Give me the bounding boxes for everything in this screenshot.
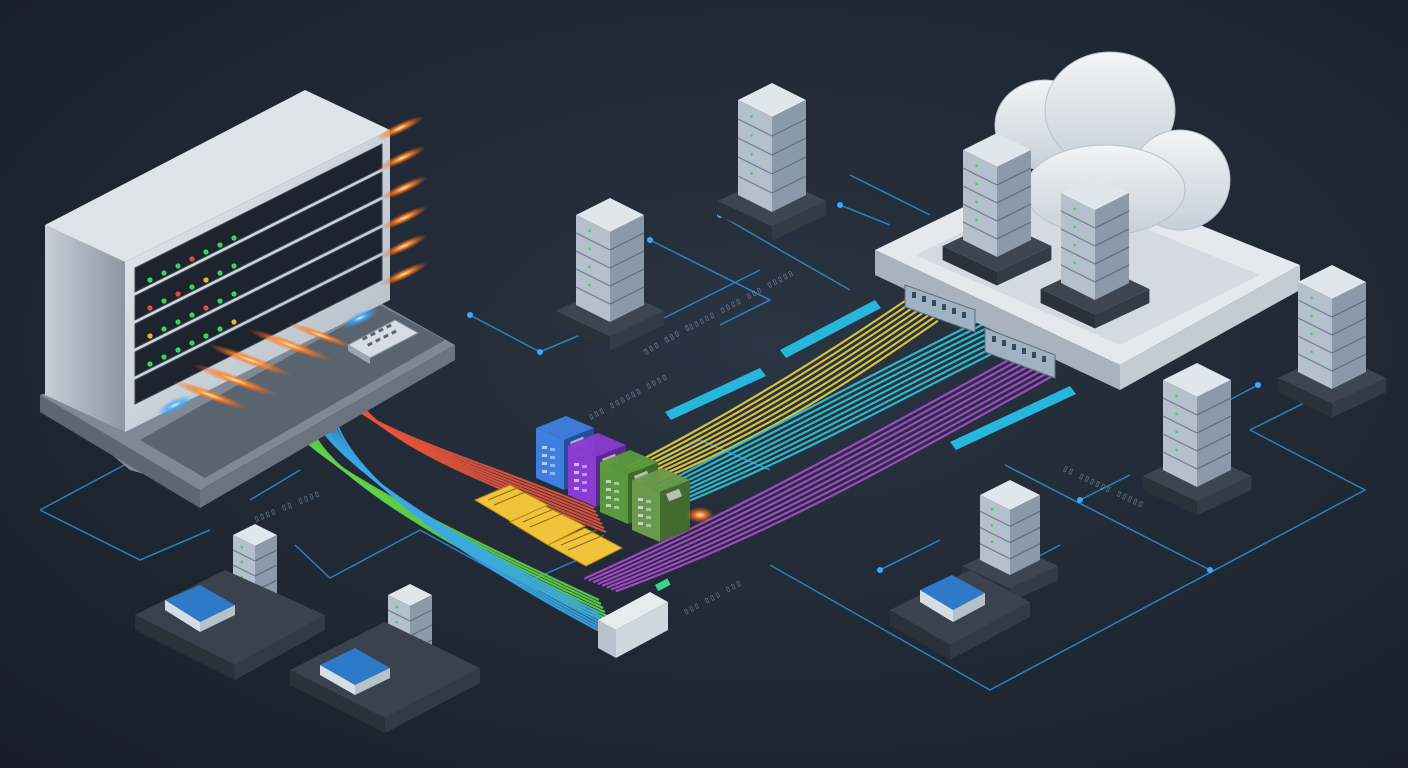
signal-spark [686,507,714,523]
data-packets [536,416,690,542]
rack-exhaust-glow [156,116,428,416]
fiber-strand [661,336,992,502]
fiber-strand [646,310,934,479]
signal-light-bars [665,300,1076,450]
rack-front-glow [172,322,353,410]
status-led [231,263,237,269]
status-led [161,326,167,332]
fiber-strand [583,343,1038,580]
svg-text:▯▯▯ ▯▯▯ ▯▯▯: ▯▯▯ ▯▯▯ ▯▯▯ [682,578,744,617]
router-bottom-left-1 [135,570,325,680]
fiber-strand [623,288,923,470]
status-led [189,284,195,290]
fiber-strand [592,352,1043,584]
status-led [189,340,195,346]
svg-text:▯▯ ▯▯▯▯▯▯ ▯▯▯▯▯: ▯▯ ▯▯▯▯▯▯ ▯▯▯▯▯ [1061,464,1146,511]
document-icon [508,505,587,546]
fiber-strand [655,319,939,483]
transceiver-icon [598,578,671,658]
fiber-strand [610,370,1052,591]
storage-node-cloud-left [942,133,1052,286]
router-bottom-right [890,570,1030,660]
fiber-strand [637,301,930,476]
fiber-strand [628,292,925,472]
status-led [203,249,209,255]
fiber-strand [670,345,997,506]
storage-node-right [1142,363,1252,516]
svg-text:▯▯▯ ▯▯▯▯▯▯ ▯▯▯▯: ▯▯▯ ▯▯▯▯▯▯ ▯▯▯▯ [587,372,670,423]
status-led [217,270,223,276]
fiber-strand [675,349,999,508]
status-led [231,235,237,241]
fiber-strand [643,318,983,495]
fiber-strand [315,416,602,618]
status-leds [147,235,237,367]
status-led [161,298,167,304]
document-icon [546,527,624,567]
fiber-strand [352,397,605,530]
storage-node-cloud-right [1040,176,1150,329]
fiber-strand [652,327,988,499]
fiber-strand [648,322,985,497]
status-led [175,263,181,269]
status-led [203,305,209,311]
status-led [217,326,223,332]
status-led [147,361,153,367]
status-led [161,354,167,360]
main-server-rack [40,90,455,508]
fiber-strand [601,361,1047,587]
fiber-strand [615,374,1054,593]
data-packet-icon [632,468,690,542]
status-led [161,270,167,276]
status-led [147,333,153,339]
fiber-strand [588,347,1040,582]
status-led [189,256,195,262]
fiber-strand [335,424,612,638]
status-led [231,319,237,325]
status-led [203,333,209,339]
fiber-strand [606,365,1049,589]
document-cards [473,484,624,567]
status-led [203,277,209,283]
status-led [175,319,181,325]
router-bottom-left-2 [290,622,480,733]
status-led [175,347,181,353]
fiber-strand [319,417,604,622]
keypad-icon [346,319,420,364]
storage-node-top [717,83,827,241]
status-led [217,242,223,248]
fiber-strand [641,306,932,477]
status-led [231,291,237,297]
fiber-strand [657,331,990,501]
svg-text:▯▯▯▯ ▯▯ ▯▯▯▯: ▯▯▯▯ ▯▯ ▯▯▯▯ [252,489,322,525]
fiber-strand [632,297,928,474]
status-led [147,277,153,283]
status-led [147,305,153,311]
status-led [175,291,181,297]
fiber-strand [650,315,937,481]
storage-node-far-right [1277,265,1387,418]
storage-node-upper-left [555,198,665,351]
fiber-strand [597,356,1045,586]
status-led [189,312,195,318]
svg-text:▯▯▯▯▯ ▯▯▯▯ ▯▯▯ ▯▯▯▯▯: ▯▯▯▯▯ ▯▯▯▯ ▯▯▯ ▯▯▯▯▯ [687,268,796,332]
status-led [217,298,223,304]
fiber-strand [666,340,994,504]
